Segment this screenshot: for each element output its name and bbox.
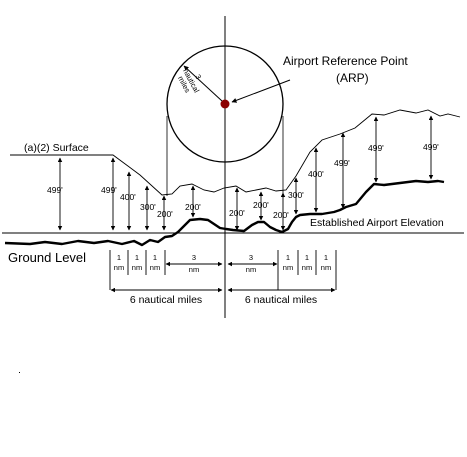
- height-labels: 499' 499' 400' 300' 200' 200' 200' 200' …: [47, 142, 439, 220]
- label-200-c: 200': [229, 208, 245, 218]
- arp-title: Airport Reference Point: [283, 54, 408, 68]
- label-200-a: 200': [157, 209, 173, 219]
- label-499-b: 499': [101, 185, 117, 195]
- arp-point: [220, 99, 230, 109]
- six-nm-left-label: 6 nautical miles: [130, 294, 202, 306]
- scale-label: nm: [321, 263, 331, 272]
- distance-labels: 1 nm 1 nm 1 nm 3 nm 3 nm 1 nm 1 nm 1 nm …: [114, 253, 331, 306]
- surface-outline: [10, 109, 461, 196]
- label-300-a: 300': [140, 202, 156, 212]
- label-200-b: 200': [185, 202, 201, 212]
- label-300-b: 300': [288, 190, 304, 200]
- airport-elevation-label: Established Airport Elevation: [310, 217, 444, 229]
- scale-label: 1: [305, 253, 309, 262]
- scale-label: nm: [150, 263, 160, 272]
- scale-label: 1: [153, 253, 157, 262]
- scale-label: 1: [286, 253, 290, 262]
- stray-dot: [19, 372, 20, 373]
- label-499-c: 499': [334, 158, 350, 168]
- scale-label: nm: [283, 263, 293, 272]
- scale-label: 1: [135, 253, 139, 262]
- label-400-b: 400': [308, 169, 324, 179]
- label-499-d: 499': [368, 143, 384, 153]
- ground-level-label: Ground Level: [8, 250, 86, 265]
- arp-radius-circle: [166, 45, 284, 163]
- surface-label: (a)(2) Surface: [24, 142, 89, 154]
- terrain-profile: [4, 179, 445, 247]
- label-499-e: 499': [423, 142, 439, 152]
- height-arrows: [57, 115, 434, 231]
- scale-label: 3: [193, 73, 203, 81]
- scale-label: 3: [192, 253, 196, 262]
- scale-label: nm: [246, 265, 256, 274]
- label-200-d: 200': [253, 200, 269, 210]
- scale-label: nm: [114, 263, 124, 272]
- label-400-a: 400': [120, 192, 136, 202]
- radius-arrow: [183, 65, 223, 102]
- scale-label: 3: [249, 253, 253, 262]
- arp-abbr: (ARP): [336, 71, 369, 85]
- arp-leader-arrow: [231, 79, 291, 103]
- distance-scale: [109, 250, 337, 293]
- scale-label: 1: [324, 253, 328, 262]
- label-499-a: 499': [47, 185, 63, 195]
- scale-label: 1: [117, 253, 121, 262]
- scale-label: nm: [302, 263, 312, 272]
- six-nm-right-label: 6 nautical miles: [245, 294, 317, 306]
- scale-label: nm: [132, 263, 142, 272]
- label-200-e: 200': [273, 210, 289, 220]
- scale-label: nm: [189, 265, 199, 274]
